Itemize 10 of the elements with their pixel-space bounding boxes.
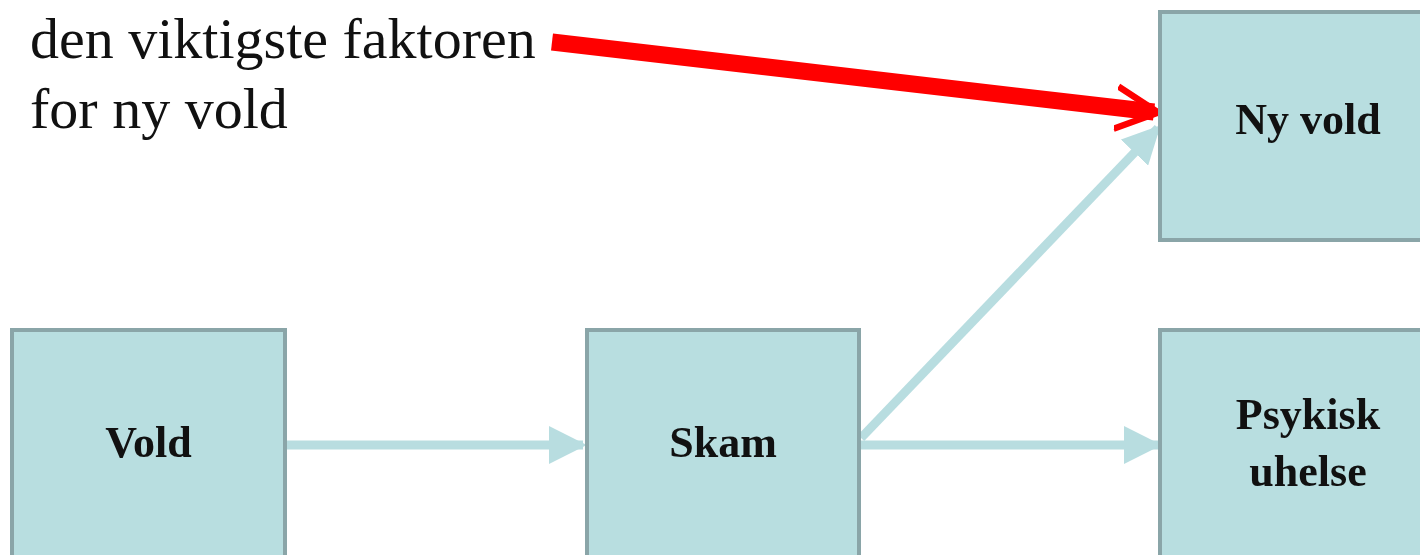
node-label: Skam bbox=[668, 417, 778, 470]
node-label: Ny vold bbox=[1234, 94, 1382, 147]
process-box bbox=[585, 328, 861, 555]
process-box bbox=[10, 328, 287, 555]
annotation-text: den viktigste faktoren for ny vold bbox=[30, 5, 537, 143]
process-box bbox=[1158, 328, 1420, 555]
node-label: Vold bbox=[104, 417, 193, 470]
node-label: Psykisk uhelse bbox=[1234, 388, 1382, 498]
arrow bbox=[287, 426, 587, 464]
process-box bbox=[1158, 10, 1420, 242]
